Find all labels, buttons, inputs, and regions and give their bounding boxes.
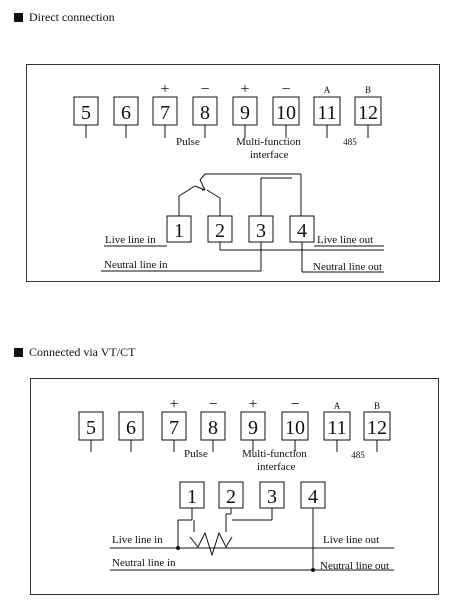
polarity-minus: − <box>281 81 290 98</box>
terminal-label: 5 <box>81 102 91 124</box>
bottom-wiring-vtct <box>110 481 394 571</box>
terminal-label: 7 <box>160 102 170 124</box>
terminal-label: 8 <box>208 417 218 439</box>
junction-dot <box>176 546 180 550</box>
polarity-plus: + <box>248 396 257 413</box>
terminal-label: 6 <box>126 417 136 439</box>
live-in-label: Live line in <box>112 534 163 546</box>
rs485-label: 485 <box>351 450 365 460</box>
section-title-vtct: Connected via VT/CT <box>14 345 135 359</box>
terminal-label: 12 <box>367 417 387 439</box>
terminal-label: 9 <box>240 102 250 124</box>
live-out-label: Live line out <box>323 534 379 546</box>
polarity-minus: − <box>290 396 299 413</box>
pulse-label: Pulse <box>176 136 200 148</box>
rs485-b-label: B <box>374 401 380 411</box>
live-out-label: Live line out <box>317 234 373 246</box>
polarity-plus: + <box>169 396 178 413</box>
top-terminal-block-vtct <box>78 411 391 452</box>
top-terminal-block-direct <box>73 96 382 138</box>
neutral-in-label: Neutral line in <box>112 557 176 569</box>
terminal-label: 1 <box>187 486 197 508</box>
terminal-label: 4 <box>297 220 307 242</box>
diagram-frame-vtct <box>30 378 439 595</box>
interface-label: interface <box>257 461 296 473</box>
rs485-a-label: A <box>334 401 341 411</box>
terminal-label: 5 <box>86 417 96 439</box>
polarity-minus: − <box>200 81 209 98</box>
neutral-out-label: Neutral line out <box>320 560 389 572</box>
junction-dot <box>311 568 315 572</box>
diagram-frame-direct <box>26 64 440 282</box>
section-title-direct: Direct connection <box>14 10 115 24</box>
interface-label: interface <box>250 149 289 161</box>
terminal-label: 7 <box>169 417 179 439</box>
rs485-label: 485 <box>343 137 357 147</box>
terminal-label: 10 <box>285 417 305 439</box>
section-title-text: Connected via VT/CT <box>29 345 136 359</box>
multifunction-label: Multi-function <box>236 136 301 148</box>
terminal-label: 2 <box>226 486 236 508</box>
terminal-label: 11 <box>327 417 346 439</box>
terminal-label: 12 <box>358 102 378 124</box>
pulse-label: Pulse <box>184 448 208 460</box>
terminal-label: 1 <box>174 220 184 242</box>
terminal-label: 6 <box>121 102 131 124</box>
multifunction-label: Multi-function <box>242 448 307 460</box>
square-bullet-icon <box>14 347 23 357</box>
bottom-wiring-direct <box>101 173 384 273</box>
terminal-label: 9 <box>248 417 258 439</box>
square-bullet-icon <box>14 12 23 22</box>
neutral-out-label: Neutral line out <box>313 261 382 273</box>
terminal-label: 2 <box>215 220 225 242</box>
terminal-label: 3 <box>256 220 266 242</box>
polarity-minus: − <box>208 396 217 413</box>
terminal-label: 3 <box>267 486 277 508</box>
terminal-label: 10 <box>276 102 296 124</box>
rs485-b-label: B <box>365 85 371 95</box>
section-title-text: Direct connection <box>29 10 115 24</box>
live-in-label: Live line in <box>105 234 156 246</box>
polarity-plus: + <box>240 81 249 98</box>
polarity-plus: + <box>160 81 169 98</box>
terminal-label: 4 <box>308 486 318 508</box>
rs485-a-label: A <box>324 85 331 95</box>
neutral-in-label: Neutral line in <box>104 259 168 271</box>
terminal-label: 11 <box>317 102 336 124</box>
terminal-label: 8 <box>200 102 210 124</box>
